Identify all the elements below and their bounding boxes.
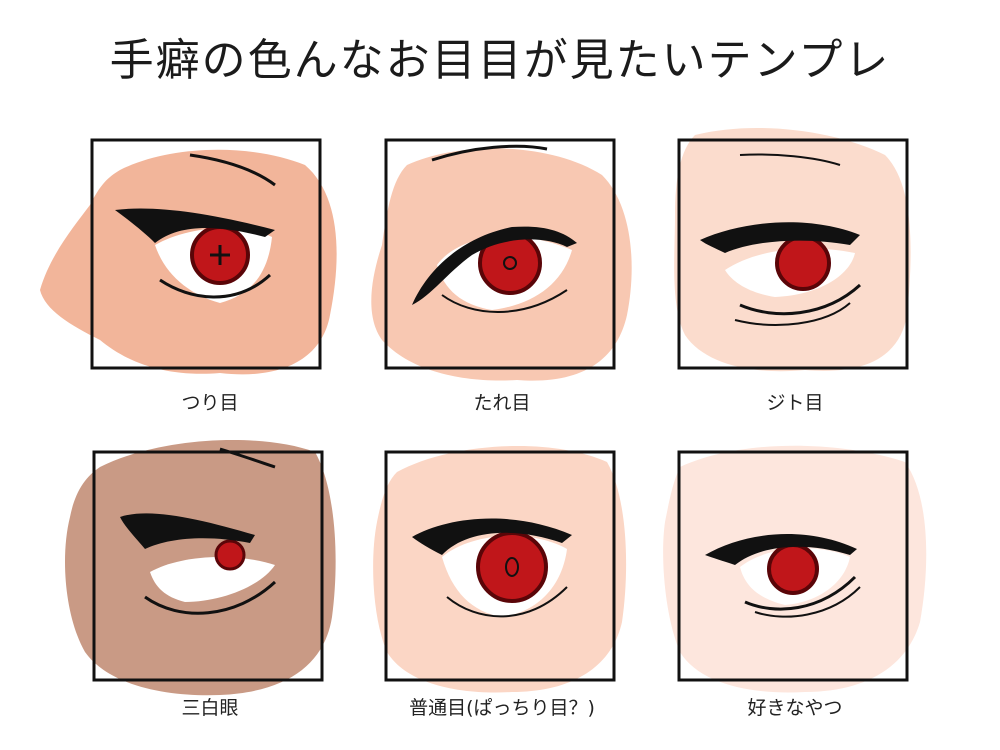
eye-illustration [373,445,627,693]
iris [476,531,548,603]
iris [767,543,819,595]
iris [775,235,831,291]
lash-line [705,534,857,565]
eye-illustration [663,445,927,693]
eye-illustration [40,138,337,375]
caption-sukinayatsu: 好きなやつ [747,697,843,719]
lash-line [115,208,275,243]
eye-panel-sukinayatsu [645,437,945,737]
sclera [150,556,275,602]
caption-jitome: ジト目 [766,392,824,414]
caption-futsume: 普通目(ぱっちり目？) [409,697,595,719]
iris [214,539,246,571]
eye-illustration [65,440,336,696]
page-title: 手癖の色んなお目目が見たいテンプレ [109,35,891,86]
lash-line [700,222,860,253]
eye-panel-tsurime [40,125,360,425]
eye-panel-tareme [352,125,652,425]
eye-illustration [371,138,632,381]
caption-sanpakugan: 三白眼 [181,697,239,719]
eye-panel-futsume [352,437,652,737]
lash-line [412,226,577,305]
lash-line [412,518,572,555]
eye-panel-jitome [645,125,945,425]
eye-panel-sanpakugan [60,437,360,737]
lash-line [120,513,255,549]
caption-tareme: たれ目 [473,392,531,414]
eye-illustration [674,127,911,372]
caption-tsurime: つり目 [181,392,239,414]
